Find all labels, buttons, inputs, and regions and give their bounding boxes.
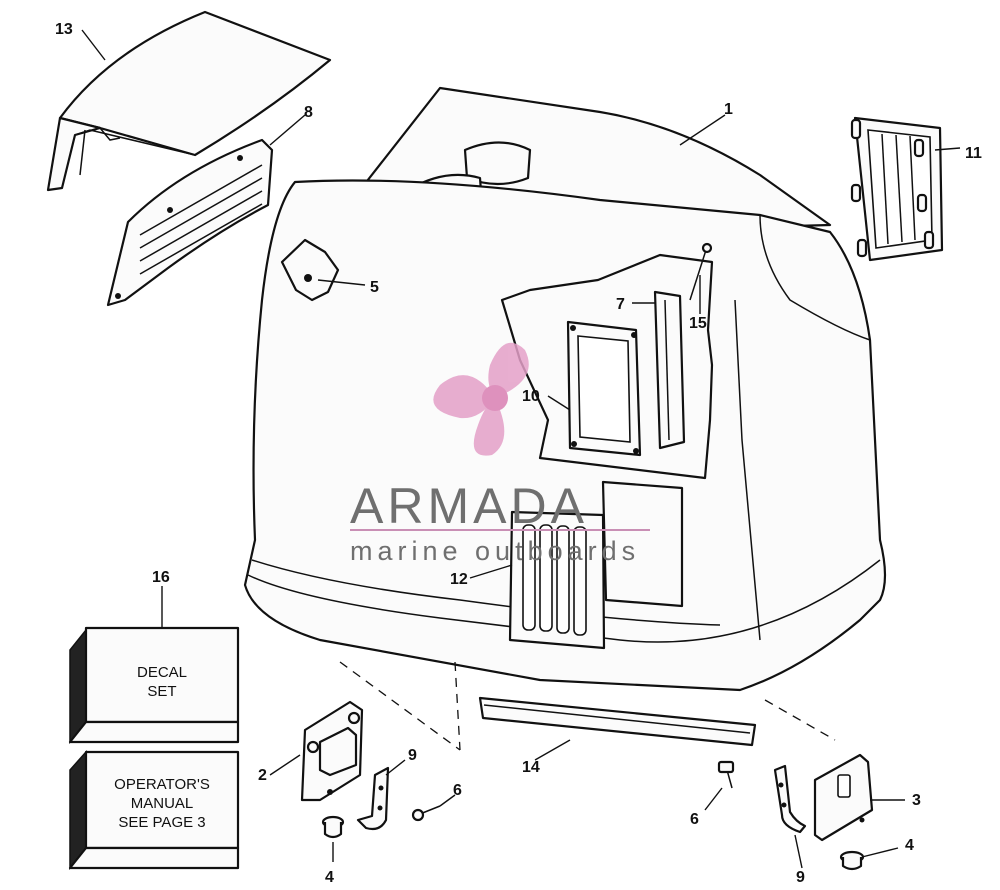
watermark-subtitle: marine outboards [350,536,640,566]
grommet-left [321,815,345,839]
operators-manual-line1: OPERATOR'S [114,776,210,793]
lower-grille [508,510,606,650]
gasket-frame [566,320,642,457]
callout-6-right: 6 [690,811,699,828]
grommet-right [839,850,865,871]
callout-15: 15 [689,315,707,332]
watermark: ARMADA marine outboards [350,478,650,566]
callout-5: 5 [370,279,379,296]
callout-4-right: 4 [905,837,914,854]
callout-8: 8 [304,104,313,121]
propeller-logo-icon [433,342,529,456]
callout-7: 7 [616,296,625,313]
screw-15 [689,242,713,301]
clip-left [356,766,390,831]
callouts: 1 2 3 4 4 5 6 6 7 8 9 9 10 11 12 13 14 1… [55,21,982,886]
latch-bracket-left [300,700,364,802]
top-hood [46,10,332,192]
callout-11: 11 [965,145,982,162]
callout-16: 16 [152,569,170,586]
screw-right [717,760,735,789]
clip-right [773,764,807,834]
side-grille [106,138,274,307]
side-vent-grille [850,116,944,262]
callout-12: 12 [450,571,468,588]
operators-manual-line3: SEE PAGE 3 [118,814,205,831]
rear-strip [653,290,686,450]
watermark-title: ARMADA [350,478,588,534]
callout-4-left: 4 [325,869,334,886]
callout-9-right: 9 [796,869,805,886]
operators-manual-line2: MANUAL [131,795,194,812]
callout-10: 10 [522,388,540,405]
callout-9-left: 9 [408,747,417,764]
seal-strip [478,696,757,747]
latch-plate-right [813,753,874,842]
decal-set-box: DECAL SET [68,626,240,745]
callout-6-left: 6 [453,782,462,799]
callout-3: 3 [912,792,921,809]
operators-manual-box: OPERATOR'S MANUAL SEE PAGE 3 [68,750,240,871]
callout-1: 1 [724,101,733,118]
decal-set-line1: DECAL [137,664,187,681]
callout-2: 2 [258,767,267,784]
assembly-lines [339,661,836,751]
callout-13: 13 [55,21,73,38]
callout-14: 14 [522,759,540,776]
decal-set-line2: SET [147,683,176,700]
leader-lines [81,29,961,869]
screw-left [411,805,441,822]
